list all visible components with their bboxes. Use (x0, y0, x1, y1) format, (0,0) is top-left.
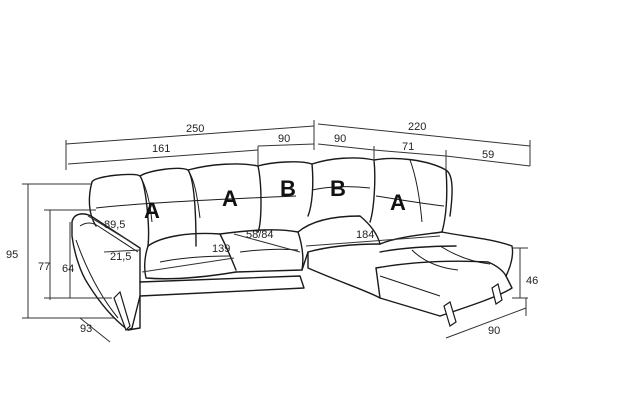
dim-height-arm: 64 (62, 263, 74, 275)
dim-corner-left: 90 (278, 133, 290, 145)
dim-seat-width-right: 184 (356, 229, 374, 241)
dim-seat-height: 46 (526, 275, 538, 287)
seat-label-b-2: B (330, 176, 346, 201)
dim-height-total: 95 (6, 249, 18, 261)
dim-corner-right: 90 (334, 133, 346, 145)
seat-label-a-3: A (390, 190, 406, 215)
dim-total-left: 250 (186, 123, 204, 135)
dim-arm-width: 21,5 (110, 251, 131, 263)
dim-seat-width-left: 139 (212, 243, 230, 255)
dim-height-back: 77 (38, 261, 50, 273)
dim-depth-right: 90 (488, 325, 500, 337)
dim-depth-left: 93 (80, 323, 92, 335)
seat-label-a-1: A (144, 198, 160, 223)
dim-total-right: 220 (408, 121, 426, 133)
seat-label-a-2: A (222, 186, 238, 211)
dim-right-mid: 71 (402, 141, 414, 153)
dim-seat-depth: 89,5 (104, 219, 125, 231)
seat-label-b-1: B (280, 176, 296, 201)
dim-right-end: 59 (482, 149, 494, 161)
dimension-lines (22, 120, 531, 343)
dim-left-section: 161 (152, 143, 170, 155)
dim-seat-depth-corner: 58/84 (246, 229, 274, 241)
